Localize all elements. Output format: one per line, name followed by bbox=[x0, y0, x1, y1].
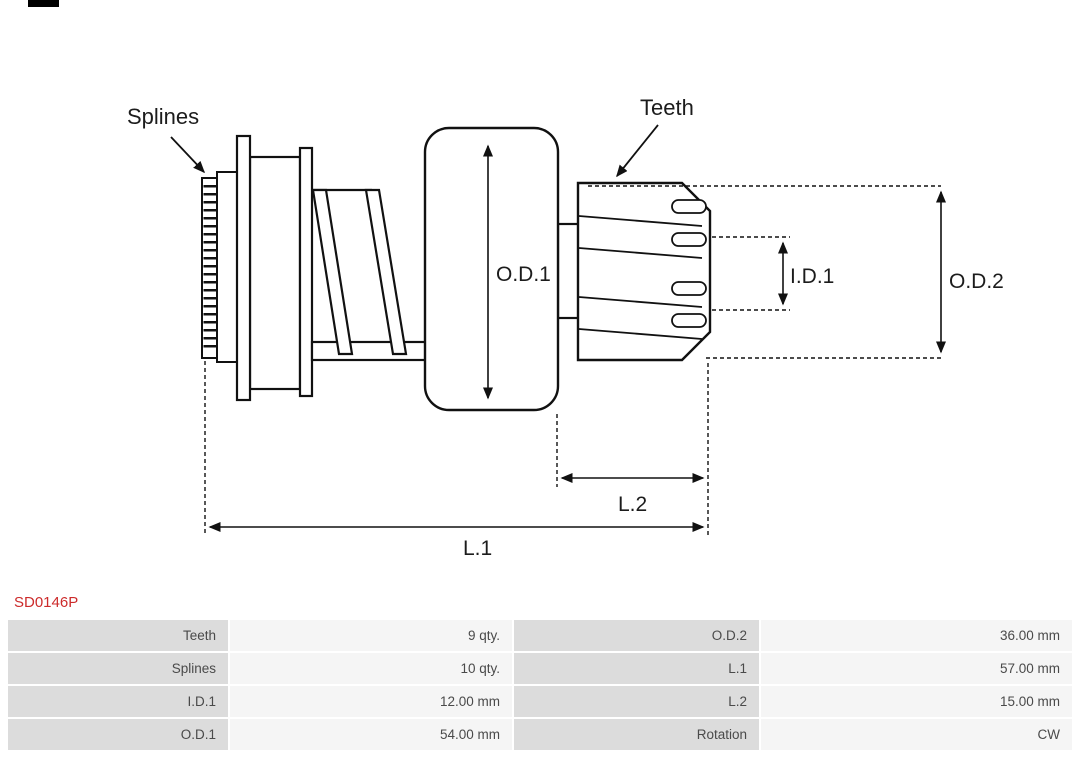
technical-drawing-area: Splines Teeth O.D.1 I.D.1 O.D.2 L.2 L.1 bbox=[28, 0, 1004, 560]
table-row: O.D.1 54.00 mm Rotation CW bbox=[8, 719, 1072, 750]
spec-value-od2: 36.00 mm bbox=[761, 620, 1072, 651]
extension-lines bbox=[204, 185, 941, 536]
spec-label-od1: O.D.1 bbox=[8, 719, 228, 750]
table-row: Teeth 9 qty. O.D.2 36.00 mm bbox=[8, 620, 1072, 651]
table-row: I.D.1 12.00 mm L.2 15.00 mm bbox=[8, 686, 1072, 717]
shaft-neck bbox=[556, 222, 582, 320]
spec-value-l2: 15.00 mm bbox=[761, 686, 1072, 717]
spec-value-id1: 12.00 mm bbox=[230, 686, 512, 717]
teeth-label: Teeth bbox=[640, 95, 694, 120]
spec-label-l1: L.1 bbox=[514, 653, 759, 684]
spec-label-od2: O.D.2 bbox=[514, 620, 759, 651]
spec-value-l1: 57.00 mm bbox=[761, 653, 1072, 684]
spec-value-splines: 10 qty. bbox=[230, 653, 512, 684]
return-spring bbox=[310, 188, 430, 362]
pinion-gear bbox=[576, 181, 712, 362]
dimension-lines bbox=[208, 144, 946, 532]
spec-label-id1: I.D.1 bbox=[8, 686, 228, 717]
logo-fragment bbox=[28, 0, 59, 7]
spec-table: Teeth 9 qty. O.D.2 36.00 mm Splines 10 q… bbox=[8, 620, 1072, 750]
spec-value-rotation: CW bbox=[761, 719, 1072, 750]
id1-label: I.D.1 bbox=[790, 265, 834, 288]
l2-label: L.2 bbox=[618, 493, 647, 516]
spec-value-od1: 54.00 mm bbox=[230, 719, 512, 750]
leader-lines bbox=[170, 124, 659, 178]
l1-label: L.1 bbox=[463, 537, 492, 560]
spec-value-teeth: 9 qty. bbox=[230, 620, 512, 651]
od1-label: O.D.1 bbox=[496, 263, 551, 286]
table-row: Splines 10 qty. L.1 57.00 mm bbox=[8, 653, 1072, 684]
od2-label: O.D.2 bbox=[949, 270, 1004, 293]
spec-label-l2: L.2 bbox=[514, 686, 759, 717]
spline-shaft bbox=[201, 171, 238, 363]
spec-label-splines: Splines bbox=[8, 653, 228, 684]
spec-label-teeth: Teeth bbox=[8, 620, 228, 651]
part-number-link[interactable]: SD0146P bbox=[14, 594, 79, 611]
splines-label: Splines bbox=[127, 104, 199, 129]
part-diagram: Splines Teeth O.D.1 I.D.1 O.D.2 L.2 L.1 bbox=[28, 0, 1004, 560]
clutch-collar bbox=[235, 134, 314, 402]
spec-label-rotation: Rotation bbox=[514, 719, 759, 750]
